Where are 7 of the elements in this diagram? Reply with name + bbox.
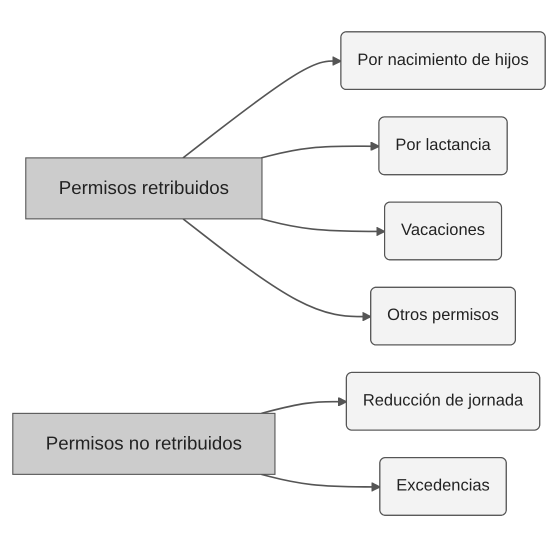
node-box: Permisos retribuidos: [25, 158, 263, 220]
arrow: [182, 56, 342, 159]
arrow: [261, 218, 386, 237]
node-box: Permisos no retribuidos: [12, 413, 276, 476]
arrow: [261, 142, 380, 160]
arrow: [261, 397, 348, 415]
arrow: [182, 218, 372, 322]
